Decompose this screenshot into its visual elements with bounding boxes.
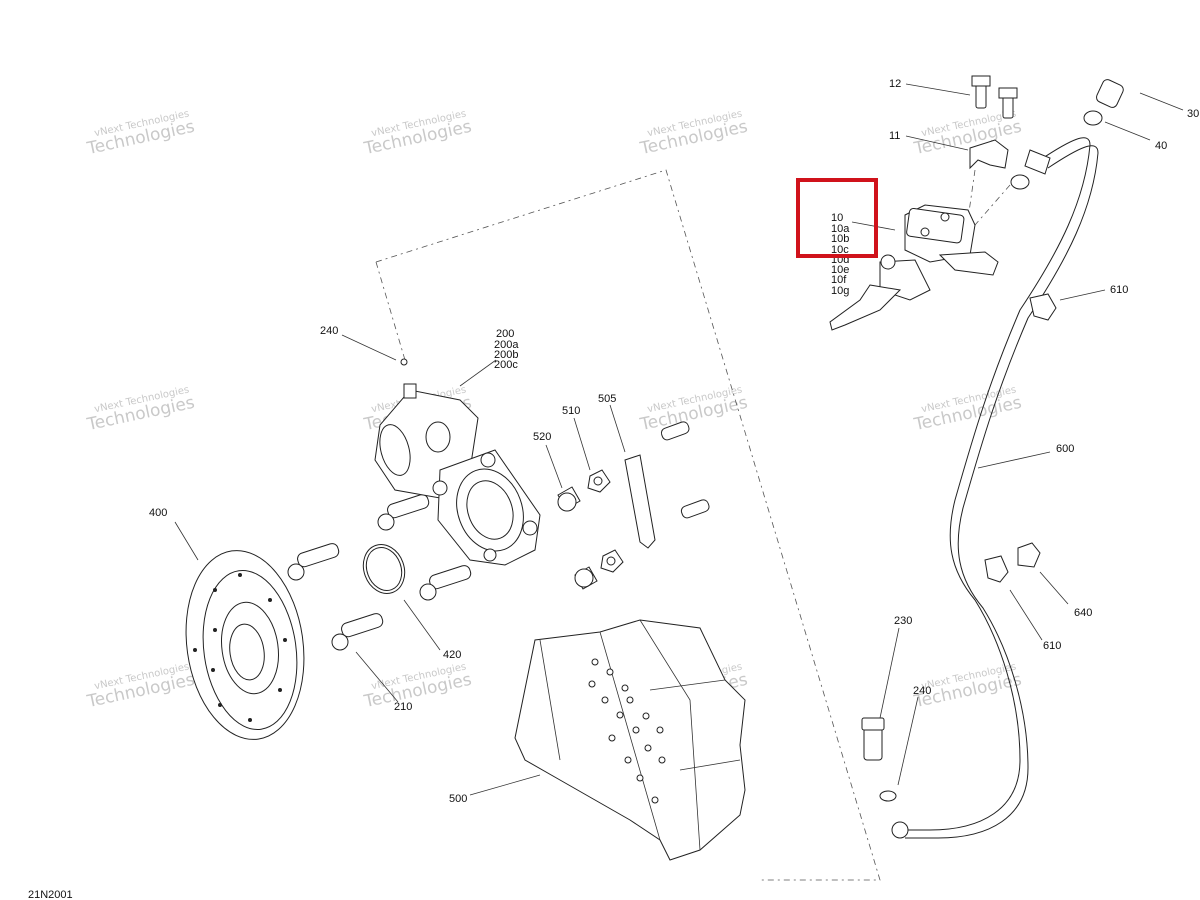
callout-label: 240 [913,685,931,697]
callout-label: 10e [831,264,849,276]
callout-label: 520 [533,431,551,443]
callout-label: 610 [1110,284,1128,296]
callout-label: 10a [831,223,850,235]
leader-lines [174,83,1184,796]
diagram-code: 21N2001 [28,889,73,900]
callout-label: 200b [494,349,518,361]
callout-label: 30 [1187,108,1199,120]
brake-master-cylinder [829,204,999,331]
callout-labels: 12 11 30 40 10 10a 10b 10c 10d 10e 10f 1… [149,78,1199,805]
callout-label: 10b [831,233,849,245]
callout-label: 500 [449,793,467,805]
callout-label: 200a [494,339,519,351]
callout-label: 11 [889,130,900,142]
skid-plate [514,619,746,861]
callout-label: 610 [1043,640,1061,652]
bolt-210-set [287,494,472,651]
assembly-boundary-line [375,169,881,881]
callout-label: 510 [562,405,580,417]
callout-label: 10f [831,274,847,286]
callout-label: 10 [831,212,843,224]
callout-label: 12 [889,78,901,90]
brake-hose [891,137,1099,839]
banjo-bolt [861,717,897,802]
clamp-and-bolts [969,75,1124,190]
callout-label: 200c [494,359,518,371]
callout-label: 10g [831,285,849,297]
callout-label: 200 [496,328,514,340]
callout-label: 240 [320,325,338,337]
pad-pin-set [557,421,710,590]
callout-label: 10c [831,244,849,256]
callout-label: 420 [443,649,461,661]
axis-line [974,184,1011,226]
assembly-boundary-line [375,261,406,361]
brake-caliper [374,358,541,566]
callout-label: 210 [394,701,412,713]
callout-label: 230 [894,615,912,627]
callout-label: 600 [1056,443,1074,455]
callout-label: 400 [149,507,167,519]
callout-label: 640 [1074,607,1092,619]
brake-disc [185,550,305,740]
highlight-box [796,178,878,258]
callout-label: 40 [1155,140,1167,152]
callout-label: 505 [598,393,616,405]
